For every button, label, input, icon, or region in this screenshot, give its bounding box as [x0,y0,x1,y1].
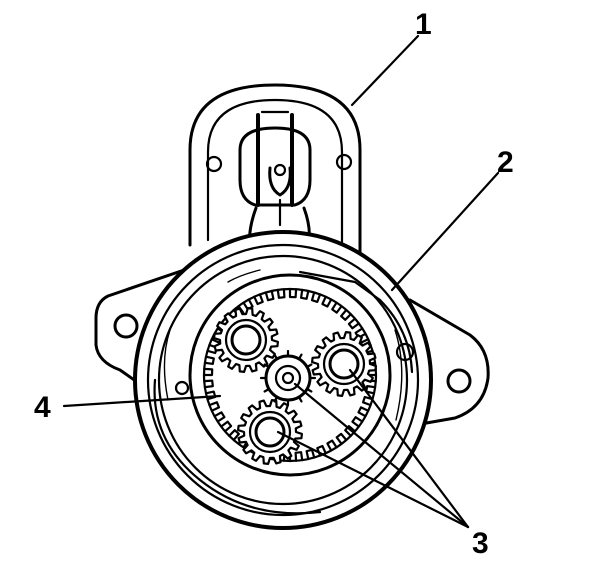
sun-gear [259,349,317,407]
callout-1: 1 [415,8,432,41]
planet-gear-top-left [213,307,279,373]
callout-4: 4 [34,391,51,424]
callout-3: 3 [472,527,489,560]
planet-gear-right [311,331,377,397]
planet-gear-bottom [237,399,303,465]
leader-lines [62,34,500,529]
solenoid-housing [188,83,362,270]
callout-2: 2 [497,146,514,179]
